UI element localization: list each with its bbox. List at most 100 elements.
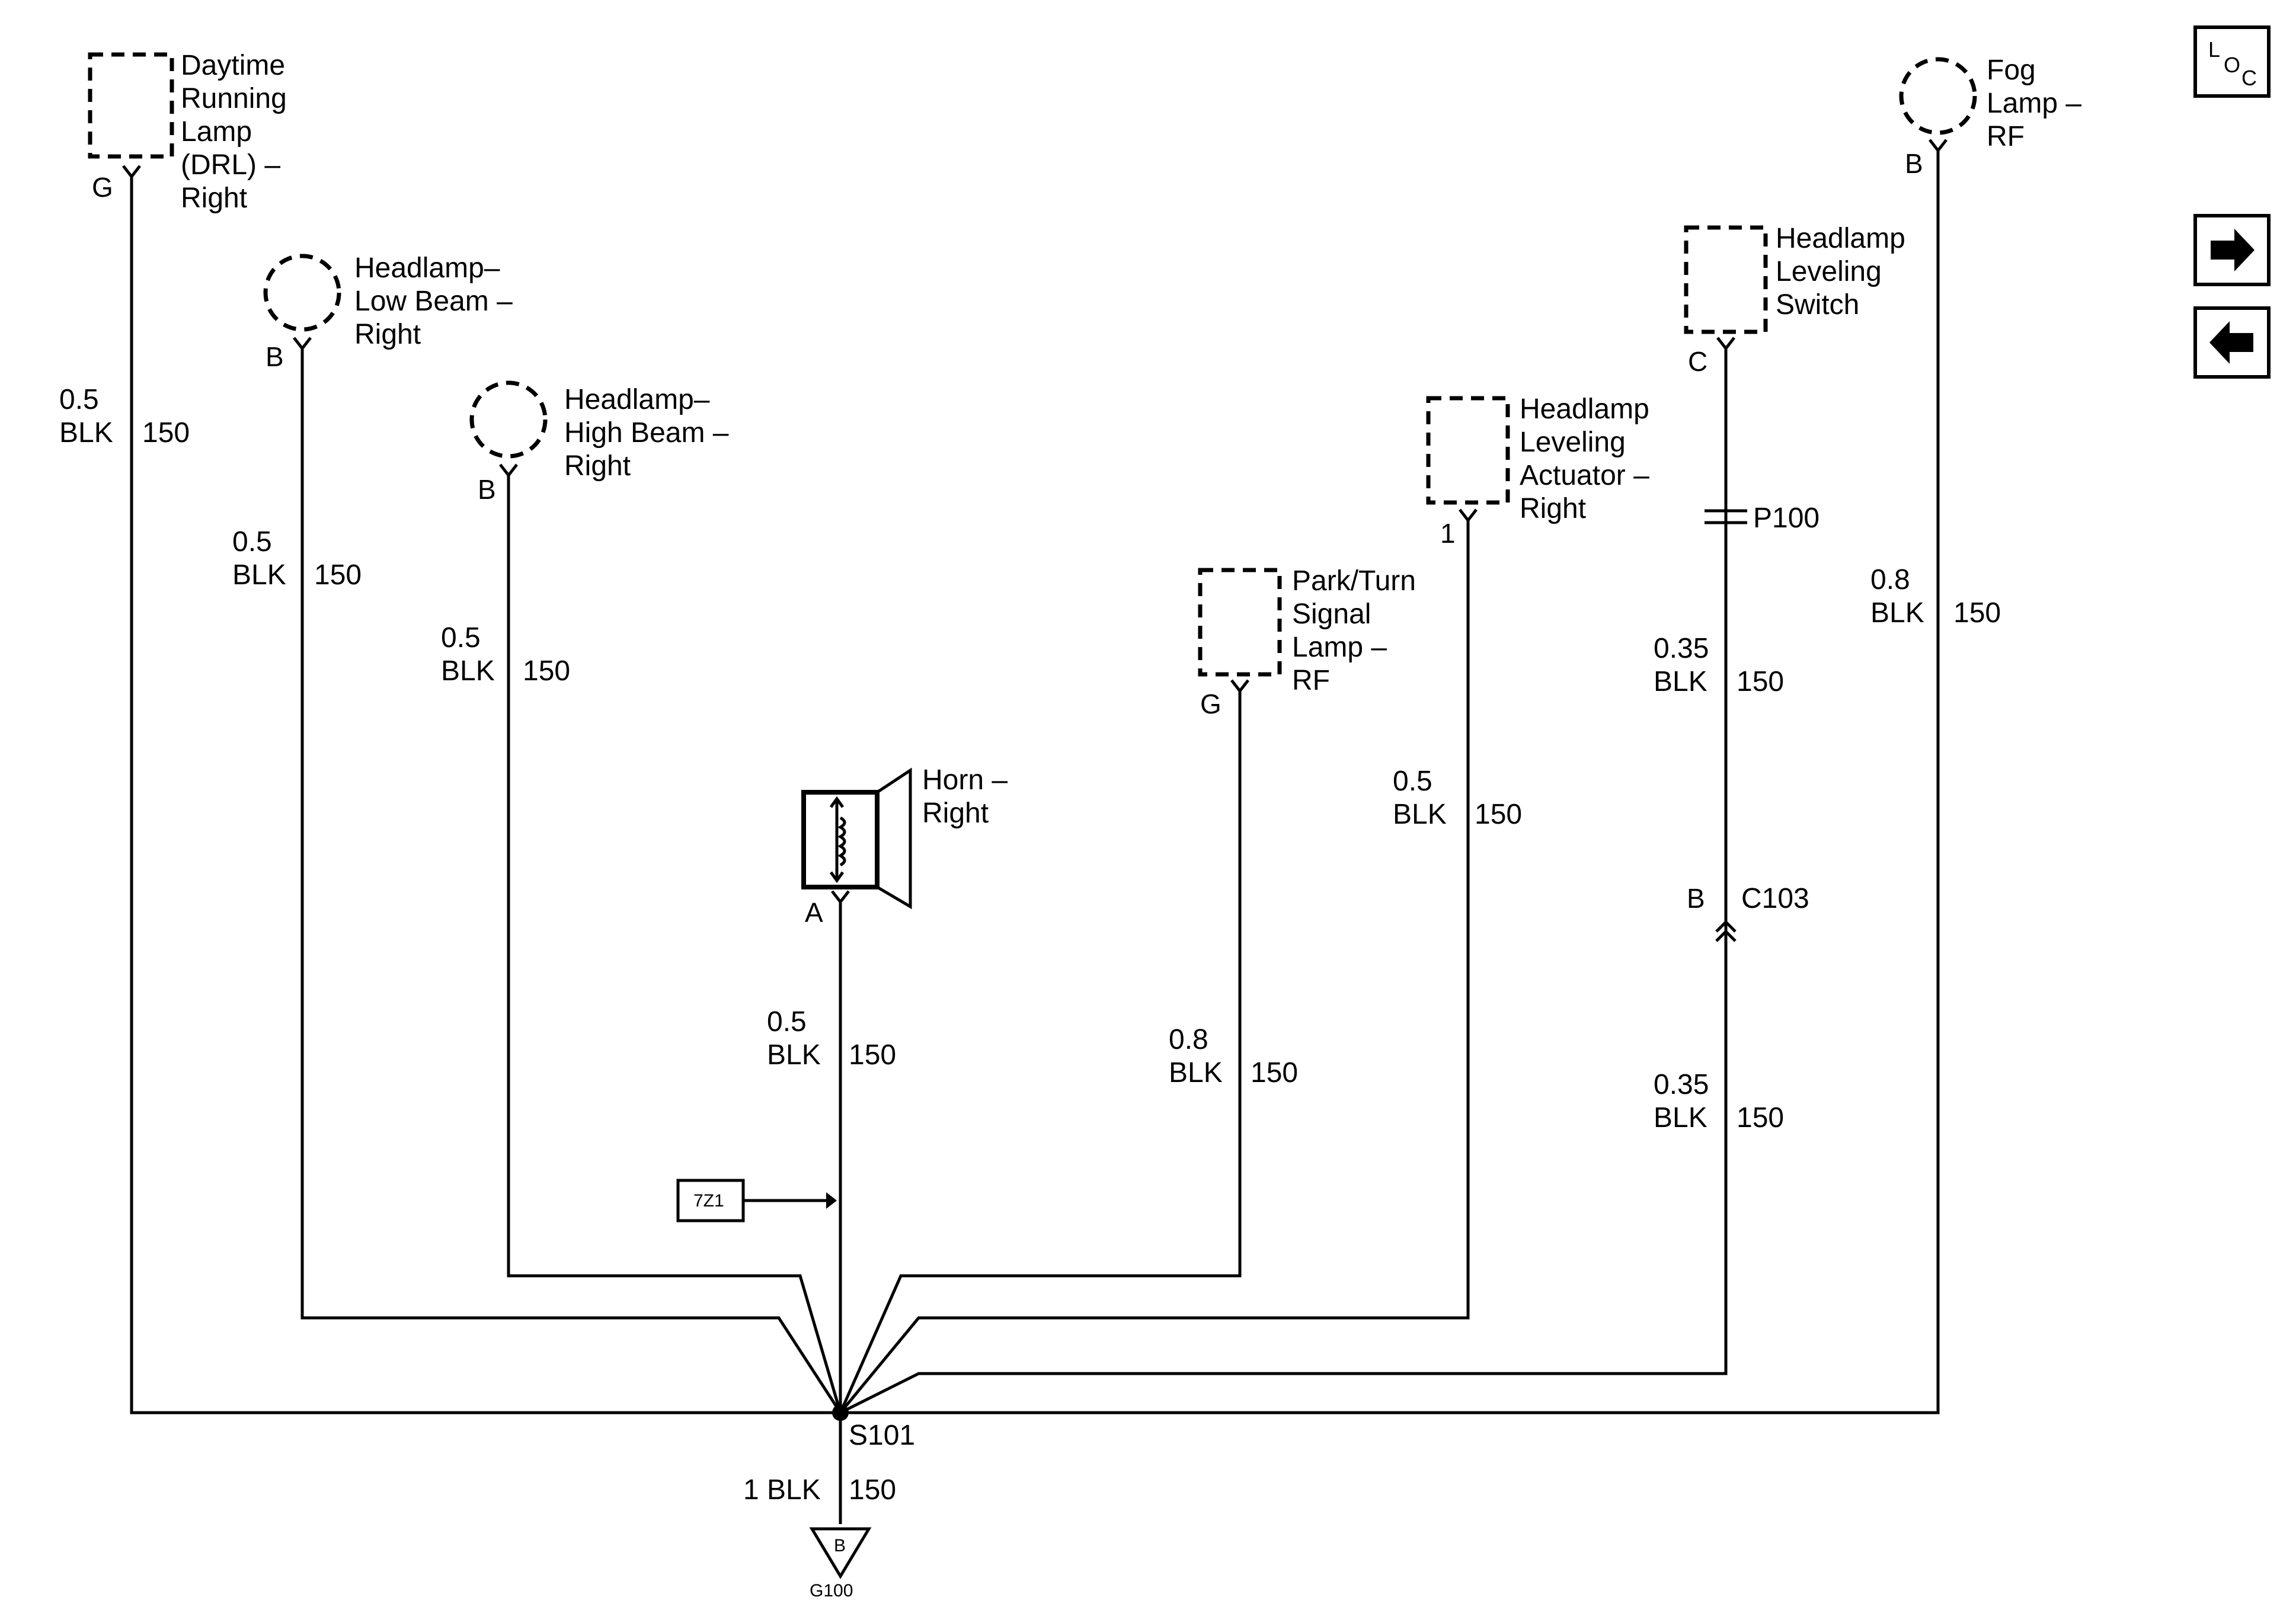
park-turn-label-4: RF	[1292, 665, 1330, 696]
park-turn-pin: G	[1200, 689, 1221, 719]
loc-button-frame	[2193, 25, 2271, 98]
wire-actuator	[839, 520, 1470, 1414]
next-page-button[interactable]	[2193, 214, 2271, 286]
splice-label: S101	[849, 1420, 915, 1451]
low-beam-bulb	[263, 254, 341, 332]
fog-label-1: Fog	[1987, 55, 2036, 86]
wire-horn-circuit: 150	[849, 1039, 896, 1071]
high-beam-bulb	[469, 380, 548, 459]
wires	[130, 151, 1940, 1524]
low-beam-component: Headlamp– Low Beam – Right B	[263, 252, 513, 372]
wire-ground-circuit: 150	[849, 1474, 896, 1506]
wire-low-beam-color: BLK	[232, 559, 286, 591]
drl-label-4: (DRL) –	[181, 149, 280, 181]
drl-box	[88, 52, 174, 159]
wire-switch-lower-color: BLK	[1654, 1102, 1707, 1134]
wire-actuator-circuit: 150	[1475, 799, 1522, 830]
wire-switch-lower-size: 0.35	[1654, 1069, 1709, 1100]
low-beam-pin: B	[266, 341, 284, 372]
left-arrow-icon	[2209, 321, 2253, 364]
p100-connector: P100	[1705, 502, 1819, 534]
wire-switch	[839, 348, 1728, 1414]
ground-label: G100	[810, 1581, 853, 1601]
wire-actuator-size: 0.5	[1393, 766, 1432, 797]
drl-label-3: Lamp	[181, 116, 252, 148]
loc-button[interactable]: L O C	[2193, 25, 2271, 98]
wire-low-beam	[300, 348, 842, 1414]
c103-pin: B	[1687, 883, 1705, 914]
c103-label: C103	[1741, 883, 1809, 914]
drl-pin: G	[92, 172, 113, 203]
actuator-label-2: Leveling	[1520, 427, 1626, 458]
horn-pin: A	[805, 897, 823, 928]
switch-label-1: Headlamp	[1776, 223, 1905, 254]
horn-component: Horn – Right A	[801, 764, 1008, 928]
wire-high-beam-circuit: 150	[523, 655, 570, 687]
switch-box	[1684, 225, 1768, 334]
fog-lamp-component: Fog Lamp – RF B	[1899, 55, 2081, 179]
low-beam-label-1: Headlamp–	[354, 252, 500, 284]
high-beam-label-3: Right	[564, 450, 631, 482]
park-turn-label-1: Park/Turn	[1292, 565, 1416, 597]
leveling-switch-component: Headlamp Leveling Switch C	[1684, 223, 1905, 377]
high-beam-label-2: High Beam –	[564, 417, 729, 449]
wire-drl	[130, 177, 840, 1414]
wire-horn-color: BLK	[767, 1039, 821, 1071]
option-7z1: 7Z1	[676, 1179, 837, 1222]
leveling-actuator-component: Headlamp Leveling Actuator – Right 1	[1426, 393, 1649, 549]
actuator-label-3: Actuator –	[1520, 460, 1649, 491]
right-arrow-icon	[2211, 229, 2255, 271]
splice-s101: S101	[832, 1404, 915, 1451]
horn-coil-axis	[829, 796, 845, 884]
wire-park-turn-circuit: 150	[1251, 1057, 1298, 1089]
high-beam-pin: B	[478, 474, 496, 505]
wire-switch-upper-size: 0.35	[1654, 633, 1709, 664]
park-turn-box	[1198, 568, 1282, 677]
wire-drl-color: BLK	[59, 417, 113, 449]
wire-fog	[840, 151, 1940, 1414]
switch-label-2: Leveling	[1776, 256, 1882, 287]
actuator-label-4: Right	[1520, 493, 1586, 524]
fog-lamp-bulb	[1899, 57, 1977, 135]
actuator-label-1: Headlamp	[1520, 393, 1649, 425]
wire-low-beam-circuit: 150	[314, 559, 362, 591]
prev-page-button[interactable]	[2193, 306, 2271, 379]
wire-park-turn-color: BLK	[1169, 1057, 1223, 1089]
c103-connector: B C103	[1687, 883, 1809, 942]
ground-symbol	[809, 1527, 872, 1579]
loc-letter-l: L	[2208, 37, 2220, 62]
splice-dot	[832, 1404, 849, 1421]
drl-label-5: Right	[181, 183, 247, 214]
horn-label-1: Horn –	[922, 764, 1008, 796]
wire-ground-size-color: 1 BLK	[743, 1474, 821, 1506]
horn-label-2: Right	[922, 798, 989, 829]
drl-component: Daytime Running Lamp (DRL) – Right G	[88, 50, 287, 214]
option-label: 7Z1	[693, 1191, 724, 1211]
c103-symbol	[1715, 920, 1737, 942]
park-turn-label-3: Lamp –	[1292, 632, 1387, 663]
wire-park-turn	[839, 691, 1242, 1414]
wire-switch-upper-circuit: 150	[1737, 666, 1784, 697]
switch-label-3: Switch	[1776, 289, 1859, 321]
p100-symbol	[1705, 509, 1747, 524]
ground-g100: B G100	[809, 1527, 872, 1601]
ground-pin: B	[834, 1536, 846, 1555]
switch-pin: C	[1688, 346, 1707, 377]
high-beam-label-1: Headlamp–	[564, 384, 710, 415]
actuator-box	[1426, 396, 1510, 505]
fog-label-2: Lamp –	[1987, 88, 2081, 119]
wire-fog-circuit: 150	[1953, 597, 2001, 629]
loc-letter-o: O	[2224, 53, 2240, 77]
p100-label: P100	[1753, 502, 1819, 534]
option-arrow-head	[826, 1192, 837, 1209]
drl-label-1: Daytime	[181, 50, 285, 81]
low-beam-label-2: Low Beam –	[354, 286, 513, 317]
wire-horn-size: 0.5	[767, 1006, 807, 1038]
horn-coil-icon	[837, 816, 846, 867]
high-beam-component: Headlamp– High Beam – Right B	[469, 380, 729, 505]
park-turn-label-2: Signal	[1292, 598, 1371, 630]
wire-drl-size: 0.5	[59, 384, 99, 415]
loc-letter-c: C	[2241, 66, 2257, 90]
wire-high-beam-color: BLK	[441, 655, 495, 687]
